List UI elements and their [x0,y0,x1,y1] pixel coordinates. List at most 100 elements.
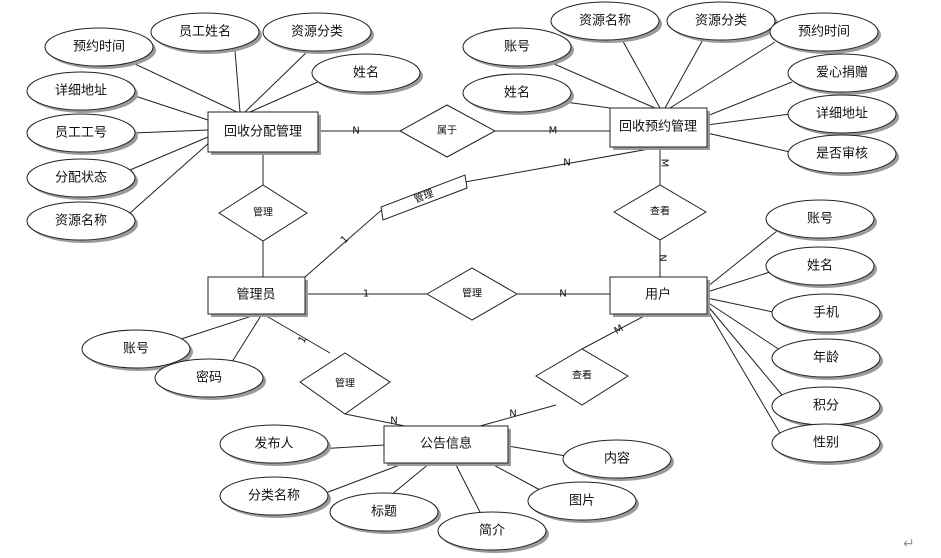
attribute-admin-account: 账号 [81,329,193,371]
attribute-label: 爱心捐赠 [816,66,868,81]
cardinality-label: 1 [363,289,369,300]
attribute-user-name: 姓名 [765,246,877,288]
relationship-label: 管理 [412,187,435,206]
attribute-alloc-address: 详细地址 [26,71,138,113]
connector [706,113,791,126]
attribute-label: 资源名称 [579,13,631,29]
attribute-label: 资源名称 [55,213,107,229]
attribute-label: 姓名 [353,65,379,81]
entity-label: 用户 [645,287,671,303]
attribute-label: 发布人 [254,436,293,452]
attribute-label: 预约时间 [73,40,125,55]
connectors [98,35,793,517]
cardinality-label: 1 [297,334,310,345]
attribute-label: 账号 [504,40,530,55]
entity-label: 回收预约管理 [619,120,697,135]
attribute-label: 分类名称 [248,488,300,504]
cardinality-label: N [563,158,570,169]
attribute-notice-publisher: 发布人 [219,424,331,466]
relationship-manage-alloc: 管理 [218,184,308,242]
attribute-label: 标题 [371,505,397,520]
attribute-label: 详细地址 [55,84,107,99]
attribute-alloc-staff-name: 员工姓名 [150,12,262,54]
connector [454,462,483,517]
attribute-label: 密码 [196,370,222,386]
connector [706,132,791,153]
attribute-alloc-name: 姓名 [311,53,423,95]
attribute-label: 员工工号 [55,126,107,141]
connector [177,313,259,341]
attribute-book-account: 账号 [462,27,574,69]
attribute-label: 手机 [813,306,839,321]
attribute-label: 内容 [604,451,630,467]
relationship-diamond [398,104,497,158]
attribute-user-gender: 性别 [771,423,883,465]
connector [489,462,541,491]
entity-recycle-alloc: 回收分配管理 [207,111,321,155]
connector [129,136,209,171]
cardinality-label: M [613,323,626,337]
attribute-book-res-name: 资源名称 [550,1,662,43]
attribute-user-phone: 手机 [771,293,883,335]
entity-admin: 管理员 [207,276,308,317]
connector [564,101,611,109]
attribute-label: 预约时间 [798,25,850,40]
attribute-user-age: 年龄 [771,338,883,380]
relationship-view-booking: 查看 [613,184,707,241]
relationship-manage-booking: 管理 [380,174,468,221]
connector [706,308,785,441]
relationship-label: 查看 [572,369,592,382]
attribute-notice-image: 图片 [527,481,639,523]
connector [706,81,793,117]
relationship-diamond [613,184,707,241]
relationship-label: 属于 [437,125,457,137]
entity-recycle-booking: 回收预约管理 [609,107,710,150]
cardinalities: N M 1 N M N 1 N 1 N M N [297,126,670,427]
attribute-label: 员工姓名 [179,24,231,40]
connector [229,313,263,366]
connector [304,206,386,278]
relationship-label: 管理 [462,287,482,300]
relationship-diamond [218,184,308,242]
attribute-label: 积分 [813,399,839,414]
attribute-alloc-booking-time: 预约时间 [44,27,156,69]
attribute-alloc-res-name: 资源名称 [26,201,138,243]
entity-label: 公告信息 [420,436,472,452]
connector [507,445,567,457]
connector [344,413,406,427]
attribute-book-time: 预约时间 [769,12,881,54]
connector [244,47,312,113]
relationship-label: 管理 [335,377,355,390]
attribute-book-name: 姓名 [462,73,574,115]
connector [664,35,706,109]
attribute-label: 性别 [813,436,839,451]
attribute-book-res-category: 资源分类 [666,1,778,43]
relationship-diamond [299,352,391,415]
entity-notice: 公告信息 [383,425,511,466]
connector [706,297,774,313]
cardinality-label: N [509,409,516,420]
attribute-label: 账号 [807,212,833,227]
attribute-notice-content: 内容 [562,439,674,481]
attribute-alloc-res-category: 资源分类 [262,12,374,54]
relationship-view-notice: 查看 [535,348,629,406]
cardinality-label: N [559,289,566,300]
entity-label: 回收分配管理 [224,125,302,140]
connector [706,301,781,351]
attribute-label: 姓名 [807,258,833,274]
attribute-label: 资源分类 [291,25,343,40]
connector [134,95,209,121]
connector [479,404,557,427]
relationship-diamond [380,174,468,221]
connector [129,141,211,214]
attribute-alloc-status: 分配状态 [26,158,138,200]
entity-label: 管理员 [236,288,275,303]
attribute-label: 姓名 [504,85,530,101]
relationship-belongs: 属于 [398,104,497,158]
connector [464,146,661,183]
attribute-label: 简介 [479,523,505,539]
cardinality-label: N [352,126,359,137]
connector [706,304,783,396]
attribute-label: 是否审核 [816,147,868,162]
